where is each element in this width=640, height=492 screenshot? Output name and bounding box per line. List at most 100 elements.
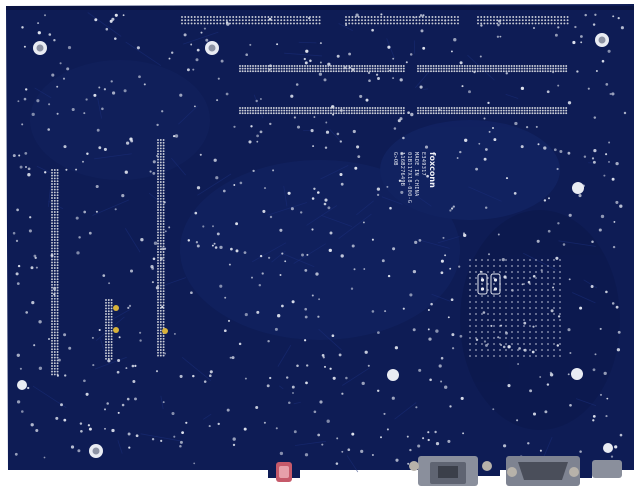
via <box>361 381 365 386</box>
via <box>179 374 183 378</box>
pin <box>51 227 53 230</box>
pin <box>497 67 500 70</box>
pin <box>536 65 539 67</box>
pin <box>552 67 555 70</box>
pin <box>389 19 392 22</box>
pin <box>500 107 503 109</box>
via <box>71 107 75 112</box>
socket-via <box>505 277 507 279</box>
via <box>83 379 86 383</box>
via <box>422 14 425 17</box>
pin <box>348 19 351 22</box>
pin <box>293 67 296 70</box>
pin <box>363 109 366 112</box>
socket-via <box>547 319 549 321</box>
pin <box>162 337 165 340</box>
pin <box>348 16 351 18</box>
pin <box>383 22 386 25</box>
pin <box>396 19 399 22</box>
pin <box>157 340 159 343</box>
pin <box>181 16 183 18</box>
via <box>572 40 576 45</box>
via <box>400 151 404 156</box>
pin <box>361 70 364 73</box>
pin <box>157 172 159 175</box>
via <box>347 448 351 452</box>
via <box>414 240 418 244</box>
pin <box>363 65 366 67</box>
pin <box>272 112 275 115</box>
via <box>407 111 410 115</box>
pin <box>107 352 110 355</box>
pin <box>296 107 299 109</box>
pin <box>324 107 327 109</box>
pin <box>489 109 492 112</box>
pin <box>56 278 59 281</box>
via <box>608 141 611 144</box>
pin <box>267 67 270 70</box>
socket-via <box>529 307 531 309</box>
pin <box>379 112 382 115</box>
pcb-trace <box>558 240 596 247</box>
pin <box>162 309 165 312</box>
pin <box>159 141 162 144</box>
pin <box>107 324 110 327</box>
pcb-trace <box>381 196 403 205</box>
pin <box>51 337 53 339</box>
pin <box>541 65 544 67</box>
pcb-trace <box>148 192 165 206</box>
pin <box>280 112 283 115</box>
pin <box>159 253 162 256</box>
via <box>332 376 336 380</box>
pin <box>425 16 427 18</box>
pin <box>380 22 383 25</box>
pin <box>382 67 384 70</box>
socket-via <box>529 313 531 315</box>
socket-via <box>505 355 507 357</box>
pin <box>424 67 427 70</box>
pin <box>53 297 56 300</box>
pin <box>309 16 311 18</box>
pin <box>343 109 345 112</box>
via <box>497 233 500 236</box>
via <box>453 38 457 42</box>
pin <box>51 365 53 367</box>
pin <box>450 107 453 109</box>
pin <box>51 244 53 247</box>
pin <box>353 65 356 67</box>
pin <box>53 295 56 297</box>
pin <box>291 109 293 112</box>
pin <box>56 370 59 373</box>
pin <box>306 109 309 112</box>
socket-via <box>553 337 555 339</box>
pin <box>249 67 252 70</box>
pin <box>458 70 461 73</box>
pin <box>239 112 241 115</box>
pin <box>395 107 397 109</box>
pin <box>257 22 260 25</box>
pin <box>330 70 332 73</box>
pin <box>273 22 276 25</box>
pin <box>157 147 159 150</box>
via <box>450 207 454 210</box>
socket-via <box>535 355 537 357</box>
pcb-trace <box>125 41 162 66</box>
via <box>194 211 198 215</box>
pin <box>197 22 199 25</box>
pin <box>157 242 159 245</box>
pin <box>110 341 113 343</box>
pin <box>367 16 370 18</box>
pin <box>547 22 550 25</box>
pin <box>332 67 335 70</box>
pin <box>56 188 59 191</box>
pin <box>157 181 159 183</box>
via <box>521 283 524 286</box>
via <box>59 62 62 65</box>
pin <box>197 19 199 22</box>
pin <box>337 67 340 70</box>
socket-via <box>523 265 525 267</box>
pin <box>278 67 280 70</box>
pin <box>356 109 358 112</box>
pin <box>107 338 110 341</box>
pin <box>162 164 165 167</box>
